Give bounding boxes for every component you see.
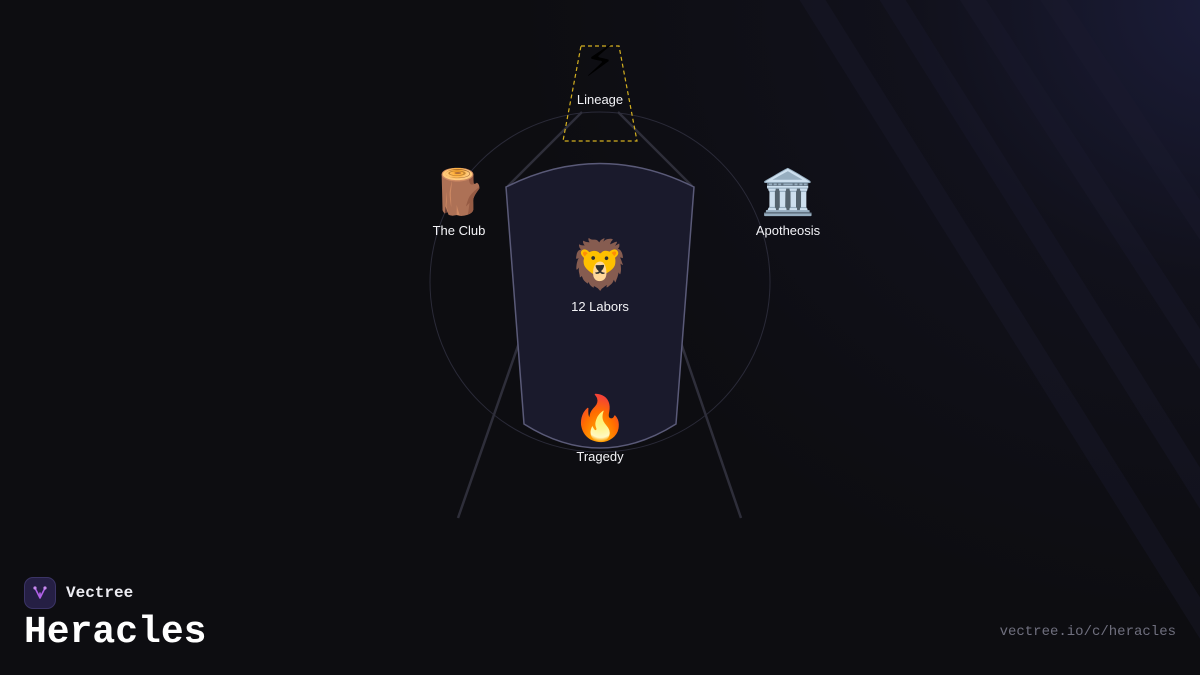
brand[interactable]: Vectree (24, 577, 133, 609)
lion-icon: 🦁 (570, 237, 630, 293)
connector-top-left (507, 111, 583, 187)
node-label: The Club (432, 223, 486, 238)
node-tragedy[interactable]: 🔥 Tragedy (572, 393, 628, 465)
node-label: Lineage (576, 92, 624, 107)
lightning-icon: ⚡ (584, 36, 616, 87)
node-label: 12 Labors (571, 299, 629, 314)
connector-right-leg (678, 339, 743, 519)
brand-name: Vectree (66, 584, 134, 602)
lineage-highlight-frame (562, 45, 638, 142)
connector-left-leg (456, 339, 522, 519)
classical-building-icon: 🏛️ (760, 167, 816, 218)
node-lineage[interactable]: ⚡ Lineage (576, 36, 624, 108)
node-the-club[interactable]: 🪵 The Club (431, 167, 487, 239)
node-label: Apotheosis (755, 223, 821, 238)
node-apotheosis[interactable]: 🏛️ Apotheosis (755, 167, 821, 239)
fire-icon: 🔥 (572, 393, 628, 444)
connector-top-right (617, 111, 693, 187)
page-title: Heracles (24, 611, 207, 654)
page-url[interactable]: vectree.io/c/heracles (999, 624, 1176, 640)
wood-log-icon: 🪵 (431, 167, 487, 218)
node-12-labors[interactable]: 🦁 12 Labors (570, 239, 630, 314)
node-label: Tragedy (576, 449, 624, 464)
outer-ring (429, 111, 771, 453)
vectree-tree-icon (24, 577, 56, 609)
center-shield[interactable] (505, 162, 695, 449)
